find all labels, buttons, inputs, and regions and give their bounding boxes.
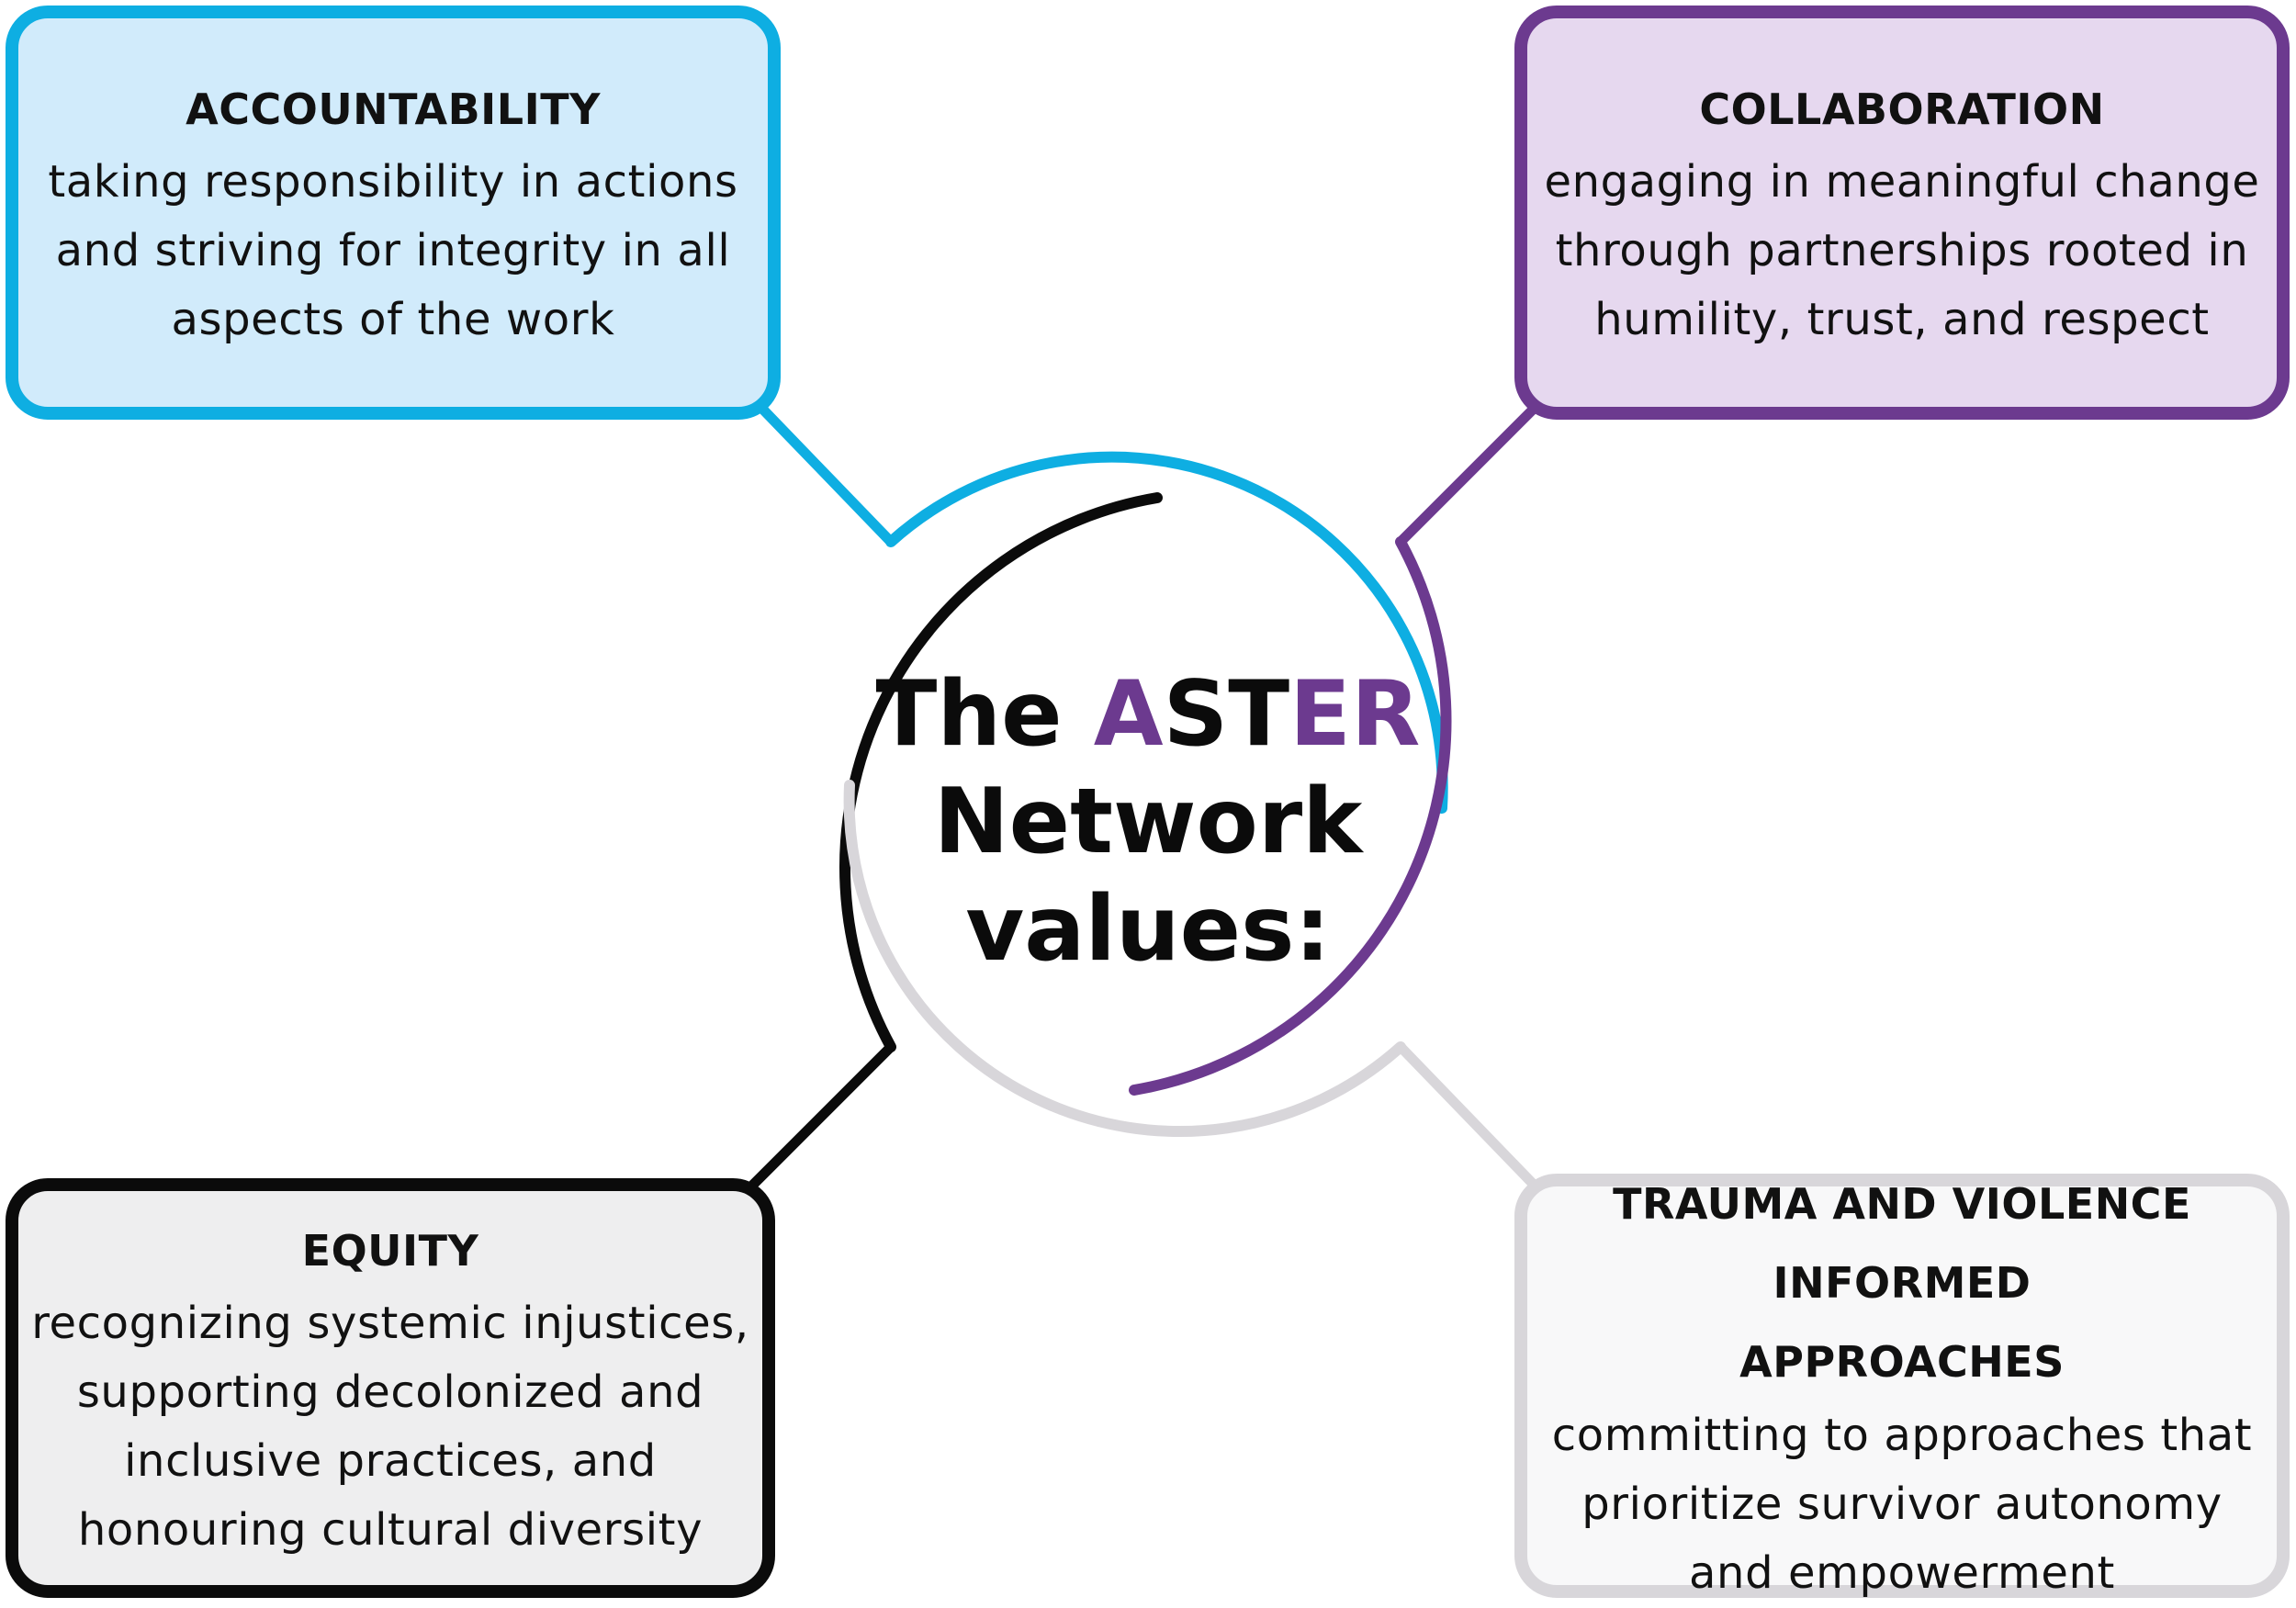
accountability-connector bbox=[757, 403, 896, 547]
equity-connector bbox=[748, 1041, 896, 1190]
collaboration-description: engaging in meaningful change through pa… bbox=[1544, 156, 2260, 345]
equity-description: recognizing systemic injustices, support… bbox=[31, 1297, 749, 1556]
accountability-box: ACCOUNTABILITY taking responsibility in … bbox=[6, 6, 781, 420]
collaboration-connector bbox=[1395, 403, 1539, 547]
collaboration-box: COLLABORATION engaging in meaningful cha… bbox=[1514, 6, 2290, 420]
collaboration-title: COLLABORATION bbox=[1699, 84, 2105, 134]
center-title-st: ST bbox=[1163, 662, 1290, 767]
center-title-accent-a: A bbox=[1093, 662, 1164, 767]
trauma-title: TRAUMA AND VIOLENCE INFORMED APPROACHES bbox=[1613, 1178, 2191, 1387]
center-title-line-3: values: bbox=[965, 877, 1331, 982]
center-title-accent-er: ER bbox=[1289, 662, 1421, 767]
accountability-description: taking responsibility in actions and str… bbox=[48, 156, 738, 345]
accountability-title: ACCOUNTABILITY bbox=[186, 84, 601, 134]
accountability-arc bbox=[885, 451, 1448, 814]
equity-arc bbox=[839, 492, 1163, 1052]
center-title-line-1: The ASTER bbox=[808, 661, 1488, 769]
collaboration-arc bbox=[1129, 536, 1452, 1096]
center-title-line-2: Network bbox=[933, 770, 1363, 874]
trauma-box: TRAUMA AND VIOLENCE INFORMED APPROACHES … bbox=[1514, 1174, 2290, 1599]
equity-box: EQUITY recognizing systemic injustices, … bbox=[6, 1178, 775, 1598]
center-title-prefix: The bbox=[875, 662, 1094, 767]
trauma-description: committing to approaches that prioritize… bbox=[1551, 1409, 2253, 1599]
center-title: The ASTER Network values: bbox=[808, 661, 1488, 984]
trauma-arc bbox=[843, 780, 1406, 1138]
trauma-connector bbox=[1395, 1041, 1539, 1190]
equity-title: EQUITY bbox=[301, 1225, 479, 1276]
